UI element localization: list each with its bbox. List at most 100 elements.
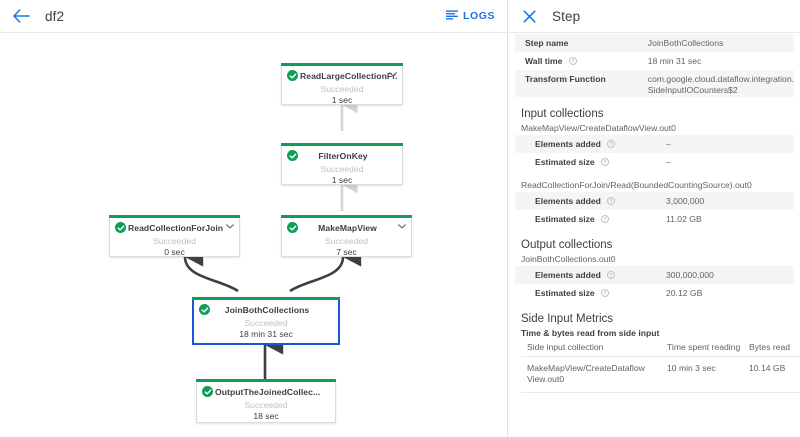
row-label: Transform Function (525, 74, 606, 84)
column-header-time-spent-reading: Time spent reading (661, 340, 743, 357)
row-label-text: Elements added (535, 270, 601, 280)
row-label-text: Elements added (535, 196, 601, 206)
logs-button[interactable]: LOGS (446, 7, 495, 25)
table-row: Estimated size ? – (515, 153, 794, 171)
graph-node-make-map-view[interactable]: MakeMapView Succeeded 7 sec (281, 215, 412, 257)
node-header: FilterOnKey (282, 146, 402, 163)
node-name: FilterOnKey (318, 150, 368, 161)
node-name: ReadLargeCollectionFr... (300, 70, 398, 81)
success-check-icon (202, 386, 213, 397)
table-row: Estimated size ? 11.02 GB (515, 210, 794, 228)
success-check-icon (287, 150, 298, 161)
top-toolbar: df2 LOGS (0, 0, 507, 33)
edge-join-to-readcollection (183, 247, 239, 293)
graph-node-filter-on-key[interactable]: FilterOnKey Succeeded 1 sec (281, 143, 403, 185)
job-graph-region: df2 LOGS (0, 0, 508, 437)
row-value: – (666, 139, 671, 149)
row-label-text: Estimated size (535, 157, 595, 167)
help-icon[interactable]: ? (601, 215, 610, 223)
graph-node-join-both-collections[interactable]: JoinBothCollections Succeeded 18 min 31 … (192, 297, 340, 345)
help-icon[interactable]: ? (607, 197, 616, 205)
svg-text:?: ? (610, 273, 613, 279)
edge-join-to-makemapview (289, 247, 362, 293)
node-header: ReadLargeCollectionFr... (282, 66, 402, 83)
node-status-bar (192, 297, 340, 300)
chevron-down-icon[interactable] (388, 70, 397, 79)
table-row: Transform Function com.google.cloud.data… (515, 70, 794, 97)
back-arrow-icon[interactable] (11, 6, 31, 26)
side-input-metrics-table: Side input collection Time spent reading… (521, 340, 800, 393)
row-label: Estimated size ? (515, 210, 666, 228)
panel-title: Step (552, 8, 581, 24)
row-value: com.google.cloud.dataflow.integration. S… (647, 74, 794, 95)
table-row: Wall time ? 18 min 31 sec (515, 52, 794, 70)
table-row: MakeMapView/CreateDataflow View.out0 10 … (521, 356, 800, 393)
row-value: – (666, 157, 671, 167)
job-graph-canvas[interactable]: ReadLargeCollectionFr... Succeeded 1 sec… (0, 33, 507, 437)
node-time: 18 min 31 sec (239, 329, 293, 339)
node-time: 0 sec (164, 247, 185, 257)
step-details-panel: Step Step name JoinBothCollections Wall … (509, 0, 800, 437)
close-x-icon[interactable] (520, 7, 538, 25)
output-collections-title: Output collections (521, 239, 613, 251)
node-status: Succeeded (320, 84, 364, 94)
help-icon[interactable]: ? (601, 289, 610, 297)
row-label: Elements added ? (515, 266, 666, 284)
node-time: 1 sec (331, 95, 353, 105)
column-header-side-input-collection: Side input collection (521, 340, 661, 357)
node-header: OutputTheJoinedCollec... (197, 382, 335, 399)
cell-bytes-read: 10.14 GB (743, 356, 800, 393)
graph-node-read-large-collection[interactable]: ReadLargeCollectionFr... Succeeded 1 sec (281, 63, 403, 105)
node-status: Succeeded (244, 400, 288, 410)
row-value: 3,000,000 (666, 196, 705, 206)
row-label: Wall time ? (515, 52, 648, 70)
node-name: MakeMapView (318, 222, 377, 233)
graph-node-output-the-joined-collection[interactable]: OutputTheJoinedCollec... Succeeded 18 se… (196, 379, 336, 423)
row-label-text: Wall time (525, 56, 563, 66)
row-label: Estimated size ? (515, 284, 666, 302)
row-label: Estimated size ? (515, 153, 666, 171)
row-label: Elements added ? (515, 192, 666, 210)
table-row: Step name JoinBothCollections (515, 34, 794, 52)
svg-text:?: ? (571, 59, 574, 65)
side-input-metrics-title: Side Input Metrics (521, 313, 614, 325)
logs-list-icon (446, 7, 459, 25)
chevron-down-icon[interactable] (225, 222, 234, 231)
row-value: 18 min 31 sec (647, 56, 702, 66)
node-status: Succeeded (320, 164, 364, 174)
row-value: 300,000,000 (666, 270, 714, 280)
row-label: Step name (525, 38, 569, 48)
help-icon[interactable]: ? (607, 271, 616, 279)
collection-name: ReadCollectionForJoin/Read(BoundedCounti… (521, 180, 752, 190)
table-header-row: Side input collection Time spent reading… (521, 340, 800, 357)
node-name: ReadCollectionForJoin (128, 222, 224, 233)
chevron-down-icon[interactable] (397, 222, 406, 231)
node-status: Succeeded (244, 318, 288, 328)
node-time: 7 sec (336, 247, 357, 257)
graph-node-read-collection-for-join[interactable]: ReadCollectionForJoin Succeeded 0 sec (109, 215, 240, 257)
node-header: ReadCollectionForJoin (110, 218, 239, 235)
row-label-text: Elements added (535, 139, 601, 149)
svg-text:?: ? (610, 142, 613, 148)
job-title: df2 (45, 8, 65, 24)
panel-header: Step (509, 0, 800, 33)
table-row: Estimated size ? 20.12 GB (515, 284, 794, 302)
row-value: 11.02 GB (666, 214, 702, 224)
node-status-bar (281, 143, 403, 146)
svg-text:?: ? (610, 199, 613, 205)
output-collection-0-table: Elements added ? 300,000,000 Estimated s… (515, 266, 794, 302)
input-collection-0-table: Elements added ? – Estimated size ? – (515, 135, 794, 171)
help-icon[interactable]: ? (568, 57, 577, 65)
step-summary-table: Step name JoinBothCollections Wall time … (515, 34, 794, 97)
input-collection-1-table: Elements added ? 3,000,000 Estimated siz… (515, 192, 794, 228)
node-status-bar (281, 215, 412, 218)
column-header-bytes-read: Bytes read (743, 340, 800, 357)
node-header: JoinBothCollections (194, 300, 338, 317)
help-icon[interactable]: ? (607, 140, 616, 148)
row-value: 20.12 GB (666, 288, 703, 298)
node-status-bar (281, 63, 403, 66)
node-name: OutputTheJoinedCollec... (215, 386, 321, 397)
graph-edge-layer (183, 96, 362, 379)
help-icon[interactable]: ? (601, 158, 610, 166)
